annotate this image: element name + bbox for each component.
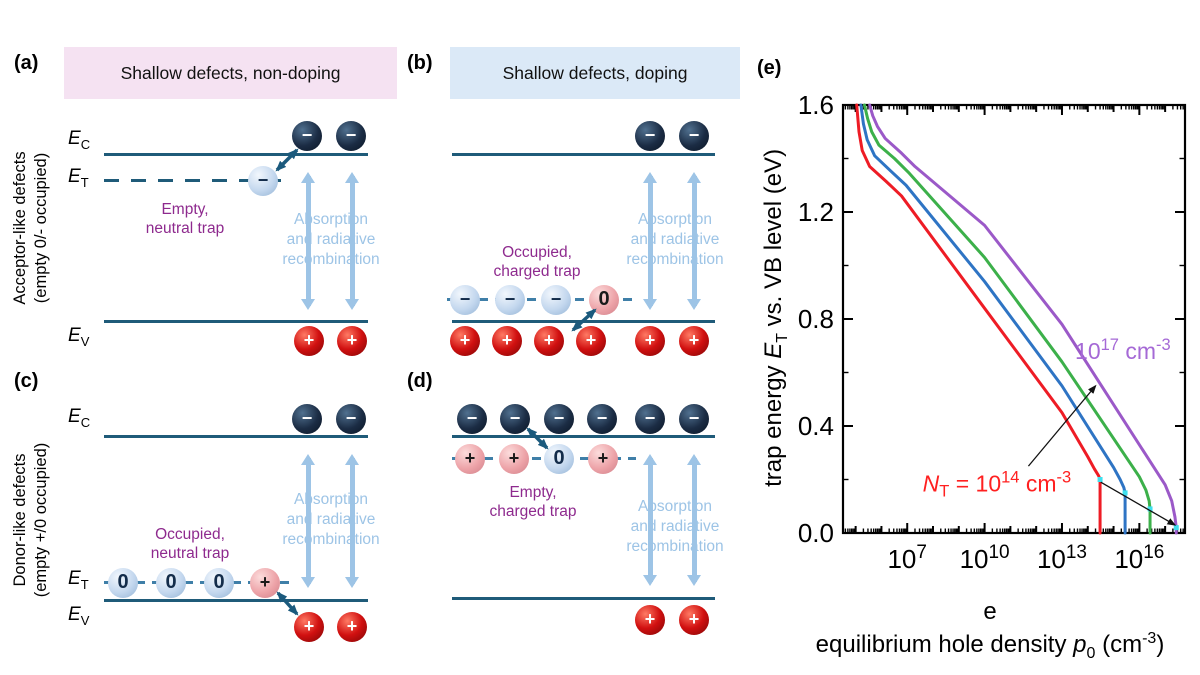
- electron-ball: −: [587, 404, 617, 434]
- svg-text:1.2: 1.2: [798, 197, 834, 227]
- electron-ball: −: [292, 404, 322, 434]
- trap-energy-chart: 0.0 0.4 0.8 1.2 1.6 107 1010 1013 1016 1017 cm-3N…: [798, 90, 1187, 574]
- trap-transition-arrow: [275, 148, 299, 172]
- panel-d-conduction-band-line: [452, 435, 715, 438]
- panel-a-conduction-band-line: [104, 153, 368, 156]
- panel-a-valence-band-line: [104, 320, 368, 323]
- svg-text:0.0: 0.0: [798, 518, 834, 548]
- empty-charged-trap-ball: +: [250, 568, 280, 598]
- panel-e-label: (e): [757, 57, 782, 79]
- svg-text:0.4: 0.4: [798, 411, 834, 441]
- electron-ball: −: [544, 404, 574, 434]
- svg-text:1.6: 1.6: [798, 90, 834, 120]
- panel-a-label: (a): [14, 52, 39, 74]
- hole-ball: +: [635, 605, 665, 635]
- svg-text:1010: 1010: [960, 542, 1010, 574]
- panel-c-trap-caption: Occupied,neutral trap: [150, 526, 230, 562]
- absorption-arrow: [642, 454, 657, 586]
- panel-a-trap-level-line: [104, 179, 286, 182]
- svg-text:1016: 1016: [1114, 542, 1164, 574]
- series-nt-10-17-cm-3: [868, 103, 1178, 535]
- absorption-arrow: [642, 172, 657, 310]
- occupied-neutral-trap-ball: 0: [544, 444, 574, 474]
- x-axis-label: equilibrium hole density p0 (cm-3): [815, 630, 1165, 662]
- empty-charged-trap-ball: +: [588, 444, 618, 474]
- svg-text:1013: 1013: [1037, 542, 1087, 574]
- panel-b-conduction-band-line: [452, 153, 715, 156]
- occupied-neutral-trap-ball: 0: [204, 568, 234, 598]
- svg-text:NT = 1014 cm-3: NT = 1014 cm-3: [923, 469, 1072, 501]
- x-axis-sub-label: e: [983, 598, 997, 625]
- trap-transition-arrow: [571, 308, 597, 332]
- trap-transition-arrow: [276, 591, 299, 616]
- panel-b-trap-caption: Occupied,charged trap: [493, 244, 581, 280]
- series-nt-10-15-cm-3: [859, 103, 1127, 535]
- hole-ball: +: [635, 326, 665, 356]
- series-nt-10-16-cm-3: [862, 103, 1152, 535]
- electron-ball: −: [500, 404, 530, 434]
- svg-text:0.8: 0.8: [798, 304, 834, 334]
- panel-c-label: (c): [14, 370, 39, 392]
- panel-c-ec-label: EC: [68, 406, 91, 430]
- panel-a-header: Shallow defects, non-doping: [64, 47, 397, 99]
- electron-ball: −: [635, 121, 665, 151]
- panel-a-ev-label: EV: [68, 325, 90, 349]
- svg-text:1017 cm-3: 1017 cm-3: [1075, 336, 1171, 364]
- trap-transition-arrow: [526, 427, 549, 450]
- electron-ball: −: [457, 404, 487, 434]
- absorption-arrow: [300, 454, 315, 588]
- electron-ball: −: [635, 404, 665, 434]
- panel-c-ev-label: EV: [68, 604, 90, 628]
- occupied-neutral-trap-ball: 0: [108, 568, 138, 598]
- panel-d-trap-caption: Empty,charged trap: [489, 484, 577, 520]
- absorption-arrow: [686, 454, 701, 586]
- electron-ball: −: [679, 121, 709, 151]
- hole-ball: +: [294, 326, 324, 356]
- absorption-arrow: [344, 454, 359, 588]
- svg-text:107: 107: [887, 542, 927, 574]
- electron-ball: −: [679, 404, 709, 434]
- panel-d-label: (d): [407, 370, 433, 392]
- panel-c-valence-band-line: [104, 599, 368, 602]
- occupied-trap-ball: −: [450, 285, 480, 315]
- occupied-neutral-trap-ball: 0: [156, 568, 186, 598]
- panel-c-trap-level-line: [104, 581, 294, 584]
- empty-charged-trap-ball: +: [455, 444, 485, 474]
- hole-ball: +: [679, 605, 709, 635]
- occupied-trap-ball: −: [541, 285, 571, 315]
- occupied-trap-ball: −: [495, 285, 525, 315]
- absorption-arrow: [686, 172, 701, 310]
- panel-c-conduction-band-line: [104, 435, 368, 438]
- panel-a-et-label: ET: [68, 166, 89, 190]
- panel-d-valence-band-line: [452, 597, 715, 600]
- panel-a-trap-caption: Empty,neutral trap: [145, 201, 225, 237]
- absorption-arrow: [300, 172, 315, 310]
- hole-ball: +: [534, 326, 564, 356]
- empty-neutral-trap-ball: −: [248, 166, 278, 196]
- hole-ball: +: [679, 326, 709, 356]
- hole-ball: +: [337, 612, 367, 642]
- panel-b-trap-level-line: [447, 298, 633, 301]
- electron-ball: −: [292, 121, 322, 151]
- panel-c-et-label: ET: [68, 568, 89, 592]
- empty-charged-trap-ball: +: [499, 444, 529, 474]
- panel-b-label: (b): [407, 52, 433, 74]
- electron-ball: −: [336, 404, 366, 434]
- hole-ball: +: [337, 326, 367, 356]
- hole-ball: +: [294, 612, 324, 642]
- hole-ball: +: [450, 326, 480, 356]
- absorption-arrow: [344, 172, 359, 310]
- series-nt-10-14-cm-3: [855, 103, 1102, 535]
- panel-a-ec-label: EC: [68, 128, 91, 152]
- electron-ball: −: [336, 121, 366, 151]
- hole-ball: +: [492, 326, 522, 356]
- panel-b-header: Shallow defects, doping: [450, 47, 740, 99]
